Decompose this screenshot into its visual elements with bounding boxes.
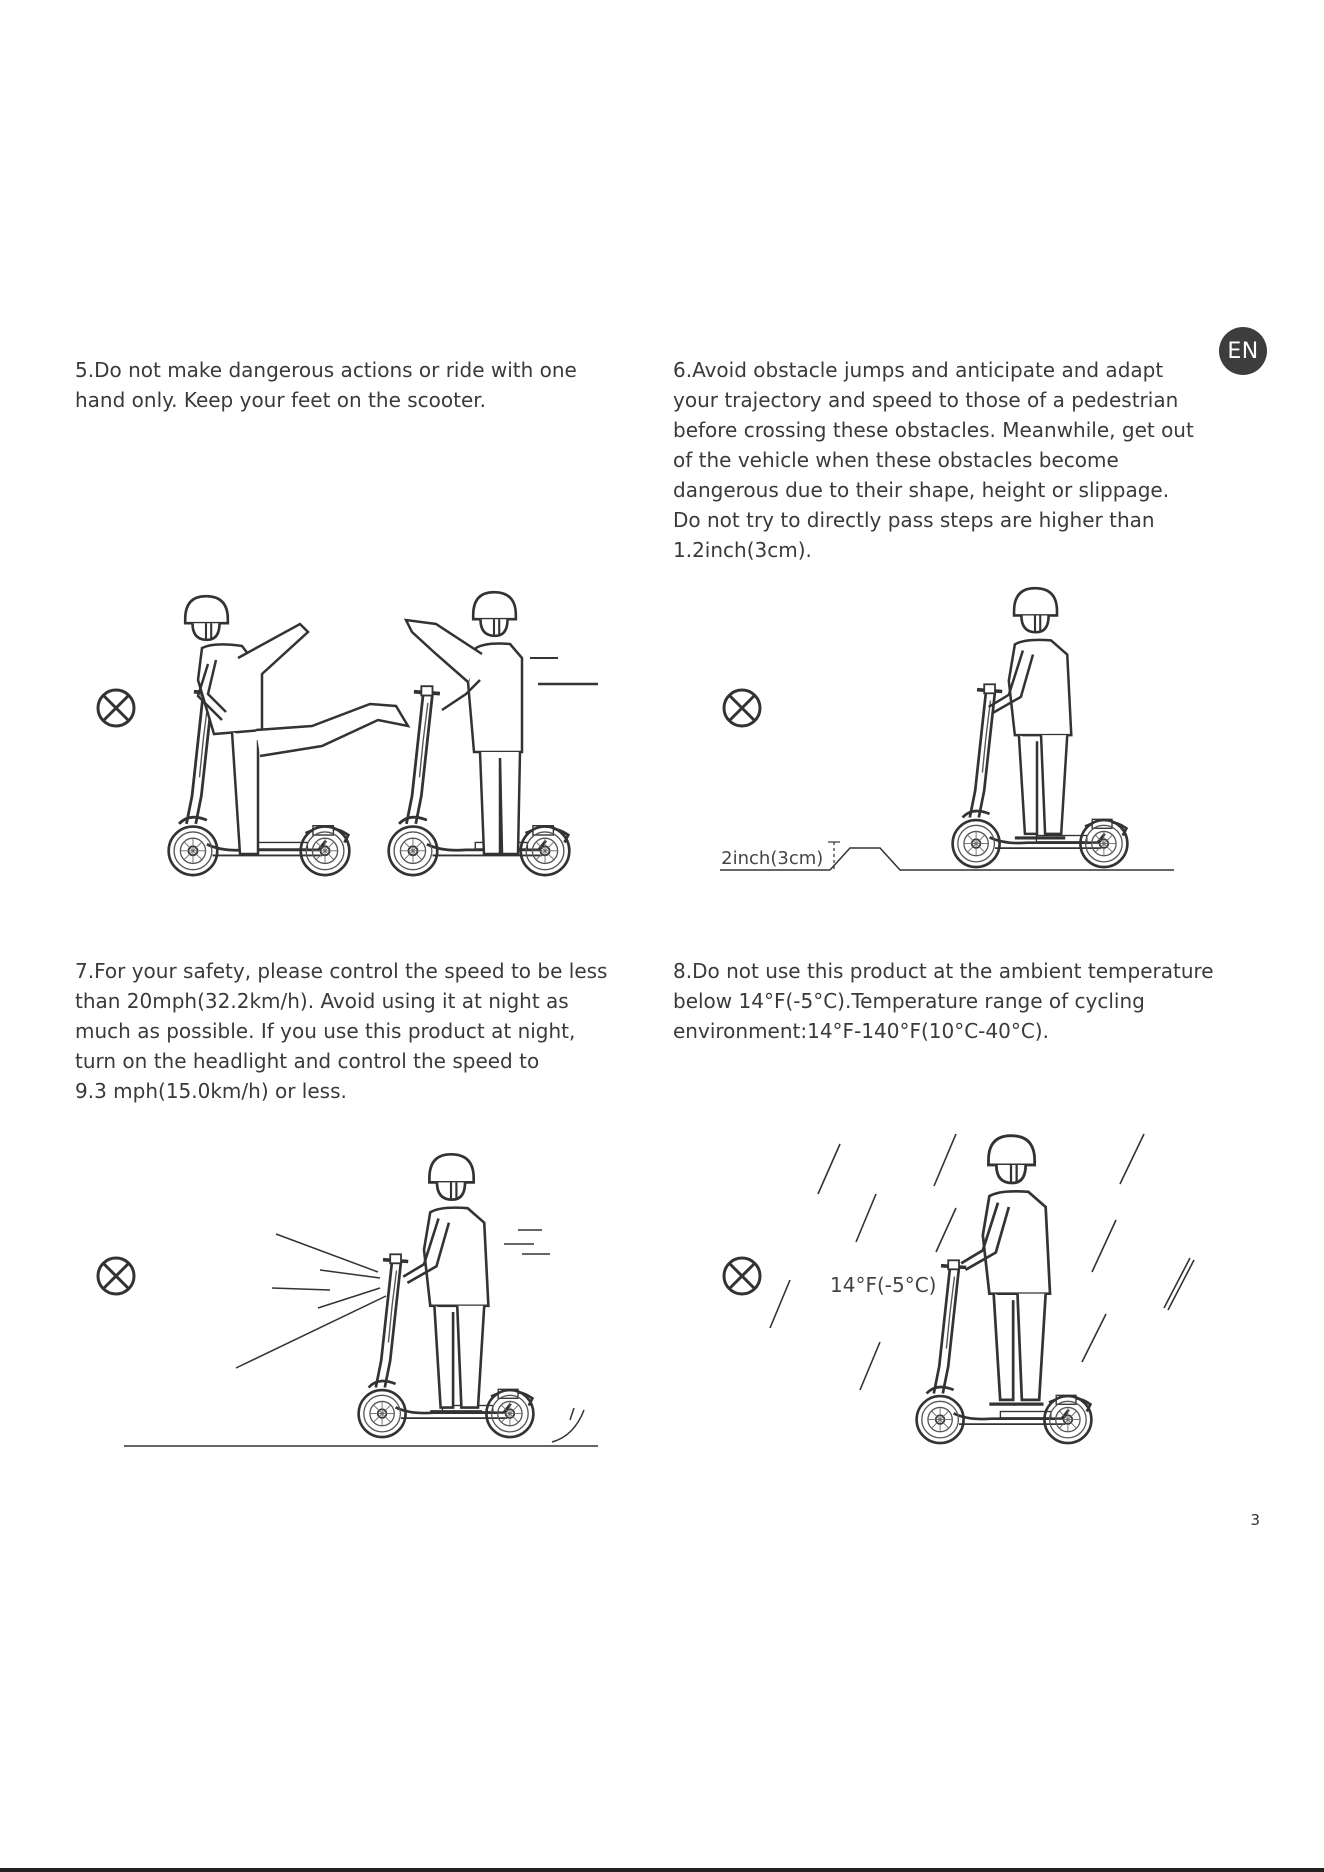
rule-5-illustration bbox=[90, 580, 610, 890]
rule-8-text: 8.Do not use this product at the ambient… bbox=[673, 959, 1214, 1043]
prohibited-icon bbox=[96, 1256, 136, 1296]
bottom-border bbox=[0, 1868, 1324, 1872]
obstacle-height-label: 1.2inch(3cm) bbox=[720, 848, 823, 869]
rule-8-illustration: 14°F(-5°C) bbox=[720, 1120, 1210, 1460]
rule-6-illustration: 1.2inch(3cm) bbox=[720, 580, 1200, 880]
prohibited-icon bbox=[722, 1256, 762, 1296]
language-badge: EN bbox=[1219, 327, 1267, 375]
rule-6-text: 6.Avoid obstacle jumps and anticipate an… bbox=[673, 358, 1194, 562]
rule-5-text: 5.Do not make dangerous actions or ride … bbox=[75, 358, 577, 412]
temperature-label: 14°F(-5°C) bbox=[830, 1273, 936, 1297]
rule-7-text: 7.For your safety, please control the sp… bbox=[75, 959, 608, 1103]
prohibited-icon bbox=[96, 688, 136, 728]
prohibited-icon bbox=[722, 688, 762, 728]
page-number: 3 bbox=[1250, 1511, 1260, 1529]
rule-7-illustration bbox=[90, 1140, 610, 1460]
